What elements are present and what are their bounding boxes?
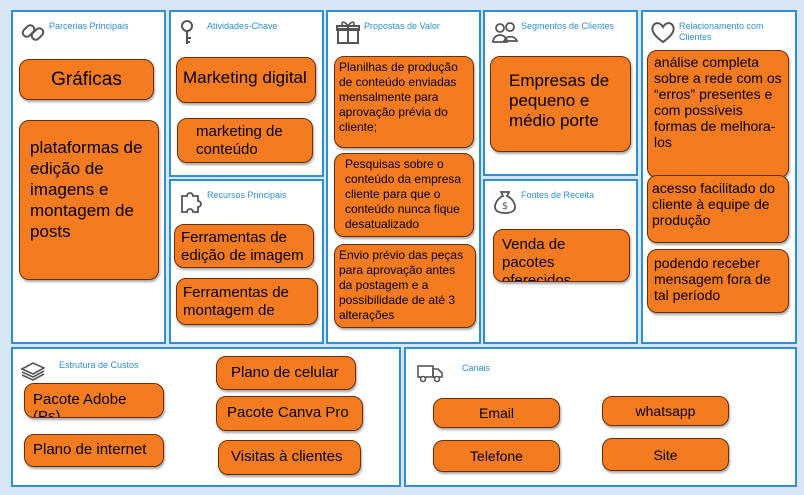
block-title: Recursos Principais bbox=[207, 190, 287, 200]
sticky-note: podendo receber mensagem fora de tal per… bbox=[647, 249, 789, 313]
sticky-note: Ferramentas de edição de imagem bbox=[174, 224, 314, 268]
sticky-note: Ferramentas de montagem de peças bbox=[176, 278, 318, 325]
sticky-note: Envio prévio das peças para aprovação an… bbox=[334, 244, 476, 328]
sticky-note: marketing de conteúdo bbox=[177, 118, 313, 163]
puzzle-piece-icon bbox=[181, 192, 202, 213]
money-bag-icon: $ bbox=[494, 191, 516, 214]
block-title: Canais bbox=[462, 363, 491, 373]
block-title: Parcerias Principais bbox=[49, 21, 129, 31]
sticky-note: Visitas à clientes bbox=[218, 440, 361, 475]
block-header: Atividades-Chave bbox=[171, 12, 322, 52]
block-header: $ Fontes de Receita bbox=[485, 181, 636, 221]
sticky-note: acesso facilitado do cliente à equipe de… bbox=[647, 175, 789, 243]
block-title: Propostas de Valor bbox=[364, 21, 440, 31]
sticky-note: Planilhas de produção de conteúdo enviad… bbox=[334, 56, 474, 148]
people-icon bbox=[492, 22, 519, 43]
sticky-note: Email bbox=[433, 398, 560, 428]
block-title: Relacionamento com Clientes bbox=[679, 21, 764, 42]
sticky-note: Marketing digital bbox=[176, 57, 316, 103]
block-title: Atividades-Chave bbox=[207, 21, 278, 31]
svg-text:$: $ bbox=[502, 201, 508, 212]
block-recursos-principais: Recursos Principais Ferramentas de ediçã… bbox=[169, 179, 324, 344]
block-canais: Canais Email Telefone whatsapp Site bbox=[404, 347, 797, 487]
block-title: Fontes de Receita bbox=[521, 190, 595, 200]
sticky-note: Empresas de pequeno e médio porte bbox=[490, 56, 631, 152]
gift-box-icon bbox=[336, 21, 360, 44]
key-icon bbox=[181, 20, 193, 44]
block-propostas-de-valor: Propostas de Valor Planilhas de produção… bbox=[326, 10, 481, 344]
block-header: Canais bbox=[406, 349, 795, 389]
block-title: Estrutura de Custos bbox=[59, 360, 139, 370]
block-relacionamento-com-clientes: Relacionamento com Clientes análise comp… bbox=[641, 10, 797, 344]
heart-icon bbox=[651, 22, 675, 44]
chain-link-icon bbox=[21, 24, 45, 41]
sticky-note: Plano de internet bbox=[24, 434, 164, 467]
block-segmentos-de-clientes: Segmentos de Clientes Empresas de pequen… bbox=[483, 10, 638, 176]
sticky-note: análise completa sobre a rede com os “er… bbox=[647, 50, 789, 178]
block-atividades-chave: Atividades-Chave Marketing digital marke… bbox=[169, 10, 324, 177]
block-header: Parcerias Principais bbox=[13, 12, 164, 52]
block-header: Segmentos de Clientes bbox=[485, 12, 636, 52]
block-header: Recursos Principais bbox=[171, 181, 322, 221]
block-parcerias-principais: Parcerias Principais Gráficas plataforma… bbox=[11, 10, 166, 344]
sticky-note: plataformas de edição de imagens e monta… bbox=[19, 120, 159, 280]
block-header: Estrutura de Custos bbox=[13, 349, 399, 389]
delivery-truck-icon bbox=[417, 365, 443, 383]
sticky-note: Gráficas bbox=[19, 59, 154, 100]
sticky-note: Pesquisas sobre o conteúdo da empresa cl… bbox=[334, 153, 474, 237]
sticky-note: Venda de pacotes oferecidos bbox=[493, 229, 630, 282]
block-fontes-de-receita: $ Fontes de Receita Venda de pacotes ofe… bbox=[483, 179, 638, 344]
sticky-note: Pacote Canva Pro bbox=[216, 396, 363, 431]
block-header: Relacionamento com Clientes bbox=[643, 12, 795, 52]
block-estrutura-de-custos: Estrutura de Custos Pacote Adobe (Ps) Pl… bbox=[11, 347, 401, 487]
sticky-note: Pacote Adobe (Ps) bbox=[24, 383, 164, 418]
block-title: Segmentos de Clientes bbox=[521, 21, 615, 31]
block-header: Propostas de Valor bbox=[328, 12, 479, 52]
sticky-note: Site bbox=[602, 438, 729, 471]
sticky-note: Telefone bbox=[433, 440, 560, 472]
sticky-note: Plano de celular bbox=[216, 356, 356, 390]
receipt-stack-icon bbox=[20, 362, 46, 381]
sticky-note: whatsapp bbox=[602, 396, 729, 426]
